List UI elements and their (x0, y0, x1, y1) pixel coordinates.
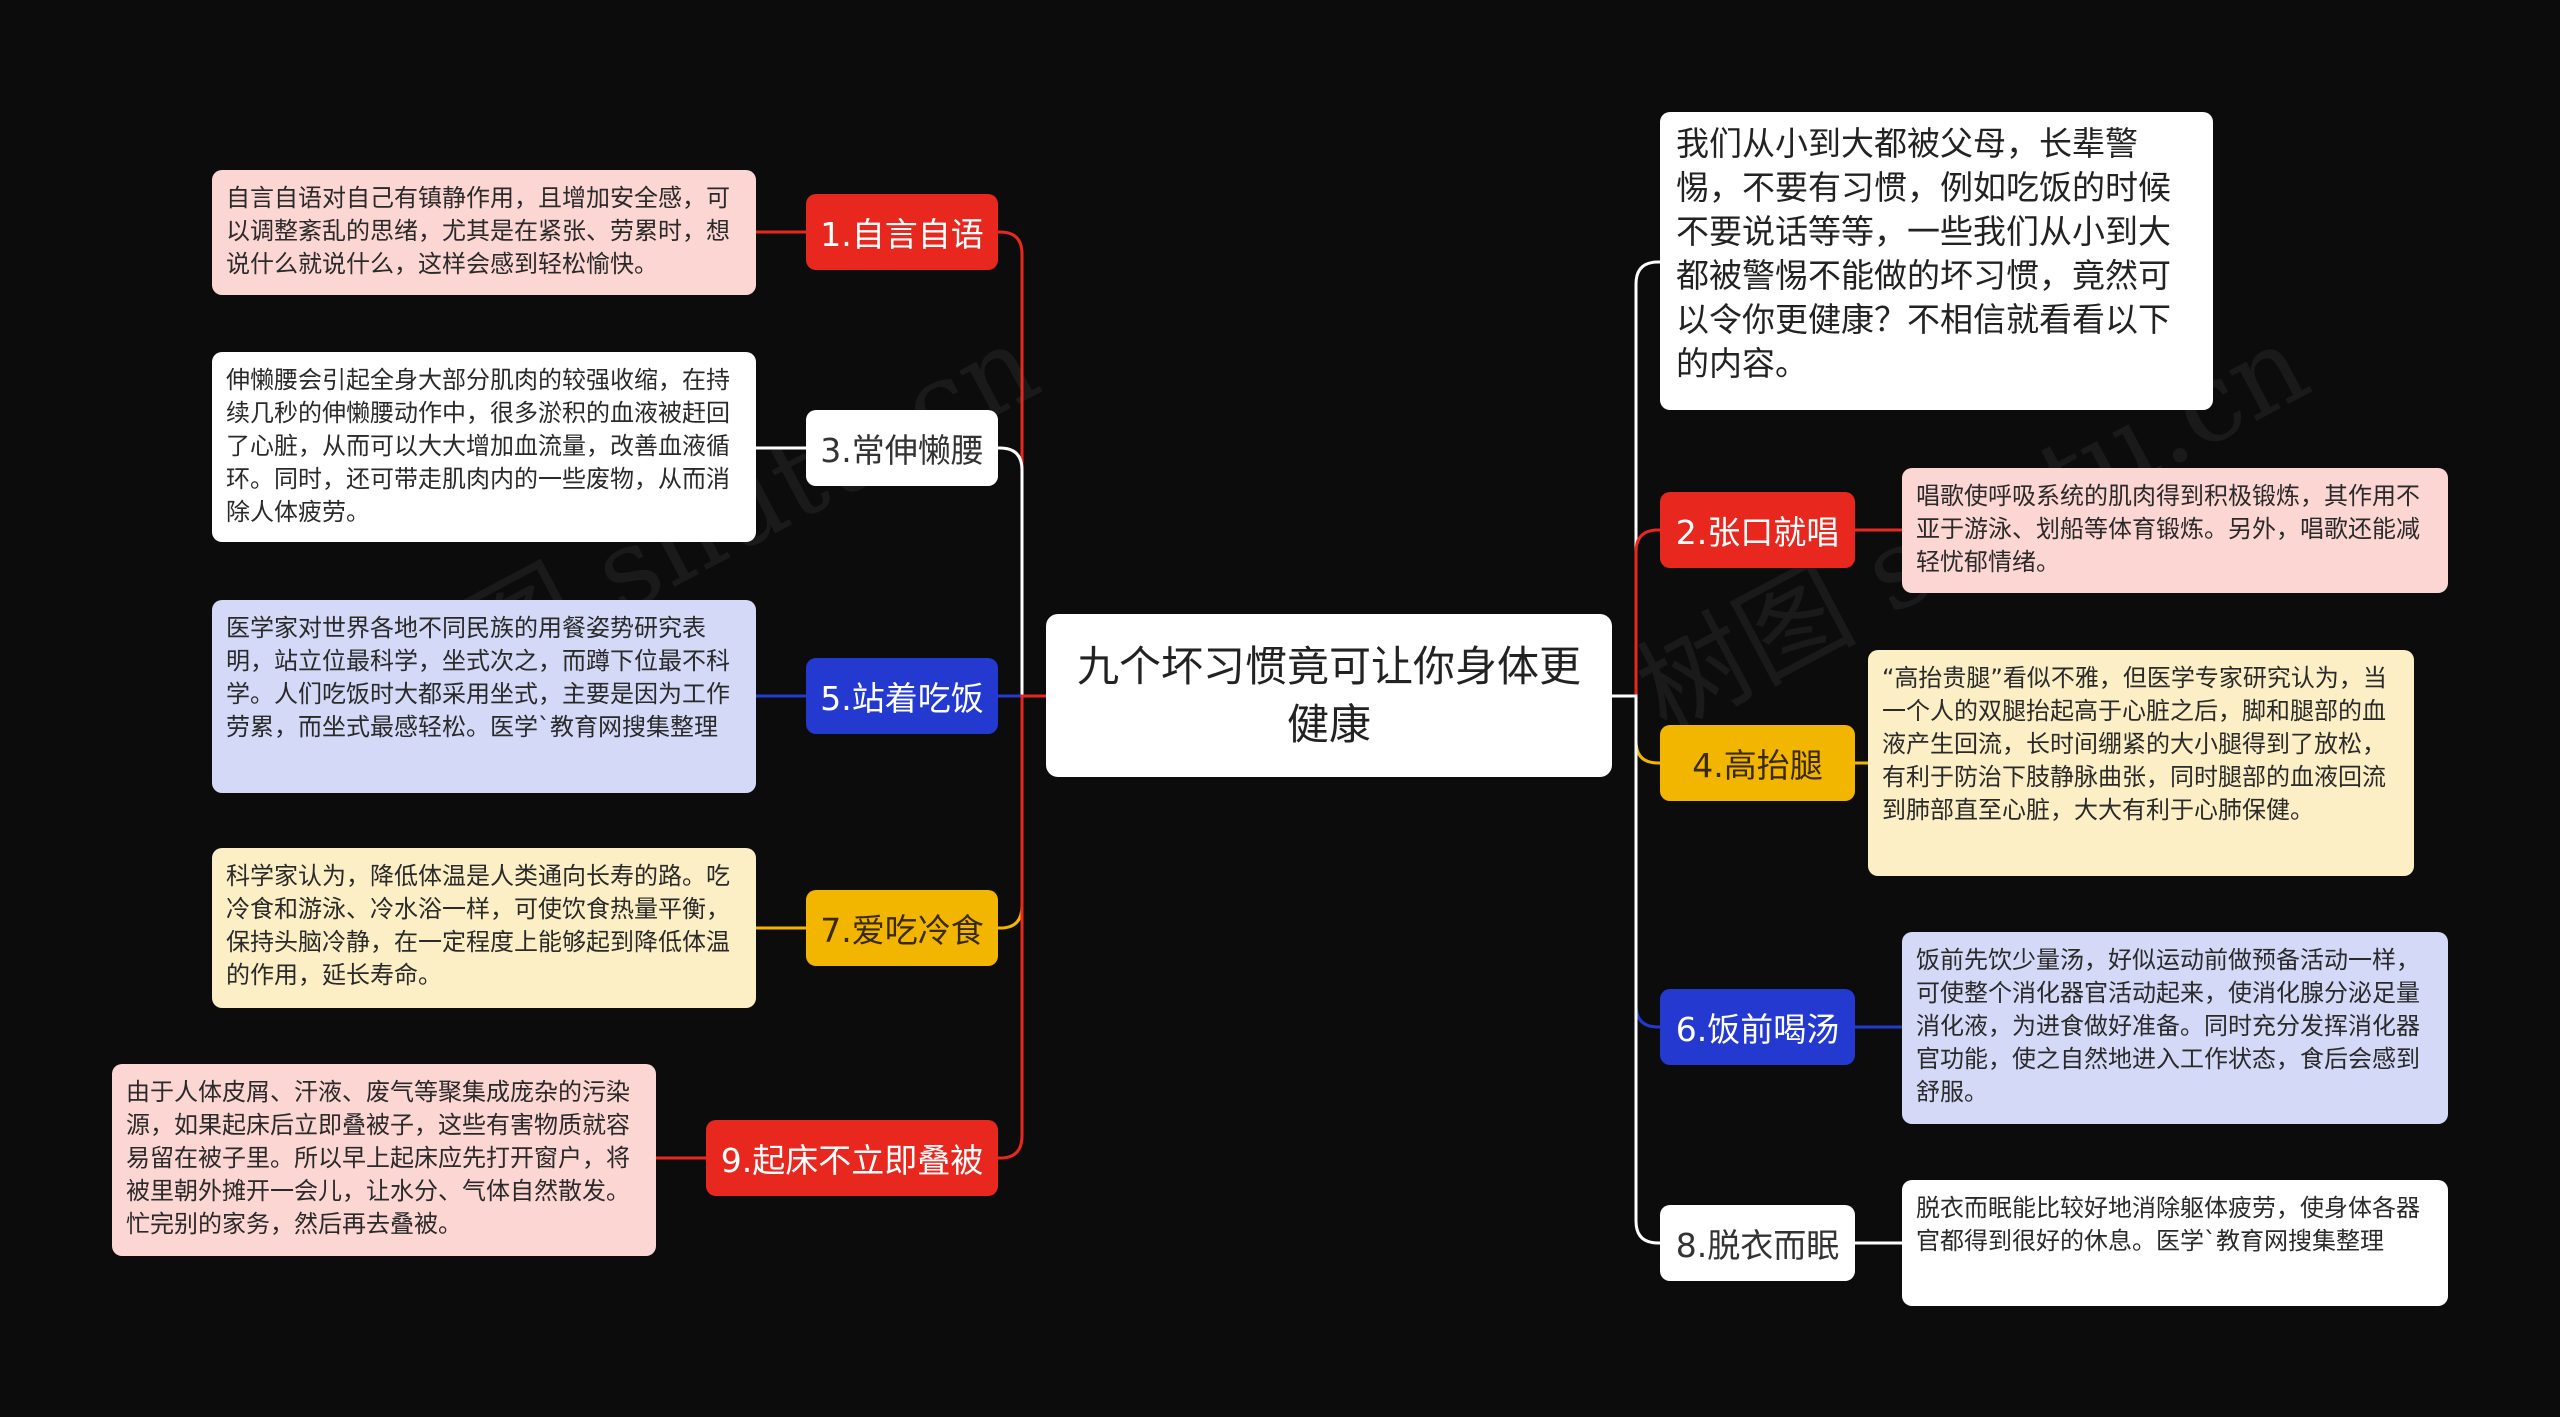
branch-9[interactable]: 9.起床不立即叠被 (706, 1120, 998, 1196)
branch-6-label: 6.饭前喝汤 (1675, 1010, 1840, 1049)
leaf-8-text: 脱衣而眠能比较好地消除躯体疲劳，使身体各器官都得到很好的休息。医学`教育网搜集整… (1916, 1194, 2420, 1255)
central-topic[interactable]: 九个坏习惯竟可让你身体更健康 (1046, 614, 1612, 777)
leaf-2-text: 唱歌使呼吸系统的肌肉得到积极锻炼，其作用不亚于游泳、划船等体育锻炼。另外，唱歌还… (1916, 482, 2420, 576)
leaf-6-text: 饭前先饮少量汤，好似运动前做预备活动一样，可使整个消化器官活动起来，使消化腺分泌… (1916, 946, 2420, 1106)
leaf-9-text: 由于人体皮屑、汗液、废气等聚集成庞杂的污染源，如果起床后立即叠被子，这些有害物质… (126, 1078, 630, 1238)
leaf-5-text: 医学家对世界各地不同民族的用餐姿势研究表明，站立位最科学，坐式次之，而蹲下位最不… (226, 614, 730, 741)
branch-8-label: 8.脱衣而眠 (1675, 1226, 1840, 1265)
branch-4[interactable]: 4.高抬腿 (1660, 725, 1855, 801)
branch-2-label: 2.张口就唱 (1675, 513, 1840, 552)
leaf-2[interactable]: 唱歌使呼吸系统的肌肉得到积极锻炼，其作用不亚于游泳、划船等体育锻炼。另外，唱歌还… (1902, 468, 2448, 593)
edge-right-8 (1612, 694, 1660, 1245)
central-topic-title: 九个坏习惯竟可让你身体更健康 (1076, 641, 1581, 749)
branch-3[interactable]: 3.常伸懒腰 (806, 410, 998, 486)
edge-left-3 (998, 446, 1046, 698)
branch-5[interactable]: 5.站着吃饭 (806, 658, 998, 734)
leaf-9[interactable]: 由于人体皮屑、汗液、废气等聚集成庞杂的污染源，如果起床后立即叠被子，这些有害物质… (112, 1064, 656, 1256)
branch-4-label: 4.高抬腿 (1692, 746, 1823, 785)
leaf-7-text: 科学家认为，降低体温是人类通向长寿的路。吃冷食和游泳、冷水浴一样，可使饮食热量平… (226, 862, 730, 989)
leaf-8[interactable]: 脱衣而眠能比较好地消除躯体疲劳，使身体各器官都得到很好的休息。医学`教育网搜集整… (1902, 1180, 2448, 1306)
leaf-4-text: “高抬贵腿”看似不雅，但医学专家研究认为，当一个人的双腿抬起高于心脏之后，脚和腿… (1882, 664, 2387, 824)
branch-7-label: 7.爱吃冷食 (820, 911, 984, 950)
leaf-7[interactable]: 科学家认为，降低体温是人类通向长寿的路。吃冷食和游泳、冷水浴一样，可使饮食热量平… (212, 848, 756, 1008)
branch-3-label: 3.常伸懒腰 (820, 431, 984, 470)
intro-text: 我们从小到大都被父母，长辈警惕，不要有习惯，例如吃饭的时候不要说话等等，一些我们… (1676, 124, 2171, 383)
leaf-6[interactable]: 饭前先饮少量汤，好似运动前做预备活动一样，可使整个消化器官活动起来，使消化腺分泌… (1902, 932, 2448, 1124)
leaf-3-text: 伸懒腰会引起全身大部分肌肉的较强收缩，在持续几秒的伸懒腰动作中，很多淤积的血液被… (226, 366, 730, 526)
leaf-3[interactable]: 伸懒腰会引起全身大部分肌肉的较强收缩，在持续几秒的伸懒腰动作中，很多淤积的血液被… (212, 352, 756, 542)
branch-1[interactable]: 1.自言自语 (806, 194, 998, 270)
edge-right-intro (1612, 260, 1660, 698)
leaf-1[interactable]: 自言自语对自己有镇静作用，且增加安全感，可以调整紊乱的思绪，尤其是在紧张、劳累时… (212, 170, 756, 295)
branch-2[interactable]: 2.张口就唱 (1660, 492, 1855, 568)
edge-right-2 (1612, 528, 1660, 698)
leaf-5[interactable]: 医学家对世界各地不同民族的用餐姿势研究表明，站立位最科学，坐式次之，而蹲下位最不… (212, 600, 756, 793)
edge-left-1 (998, 230, 1046, 698)
intro-note[interactable]: 我们从小到大都被父母，长辈警惕，不要有习惯，例如吃饭的时候不要说话等等，一些我们… (1660, 112, 2213, 410)
leaf-4[interactable]: “高抬贵腿”看似不雅，但医学专家研究认为，当一个人的双腿抬起高于心脏之后，脚和腿… (1868, 650, 2414, 876)
branch-9-label: 9.起床不立即叠被 (720, 1141, 984, 1180)
edge-left-9 (998, 694, 1046, 1160)
branch-7[interactable]: 7.爱吃冷食 (806, 890, 998, 966)
branch-8[interactable]: 8.脱衣而眠 (1660, 1205, 1855, 1281)
branch-1-label: 1.自言自语 (820, 215, 984, 254)
leaf-1-text: 自言自语对自己有镇静作用，且增加安全感，可以调整紊乱的思绪，尤其是在紧张、劳累时… (226, 184, 730, 278)
branch-6[interactable]: 6.饭前喝汤 (1660, 989, 1855, 1065)
branch-5-label: 5.站着吃饭 (820, 679, 984, 718)
